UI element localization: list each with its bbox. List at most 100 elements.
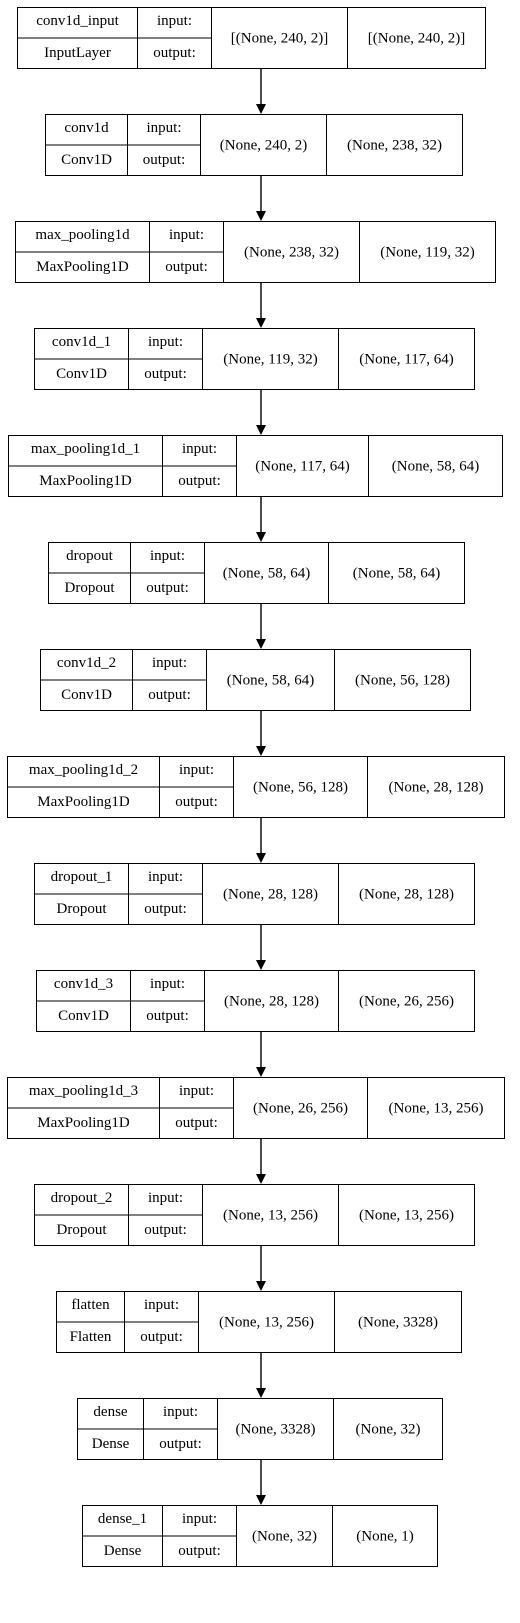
input-label: input: <box>148 869 183 885</box>
output-label: output: <box>146 580 189 596</box>
edge-arrow <box>256 68 266 114</box>
output-label: output: <box>178 1543 221 1559</box>
arrowhead-icon <box>256 746 266 756</box>
output-label: output: <box>148 687 191 703</box>
output-label: output: <box>144 901 187 917</box>
layer-name: dropout_2 <box>51 1190 113 1206</box>
output-label: output: <box>143 152 186 168</box>
input-shape: (None, 28, 128) <box>223 887 318 903</box>
layer-type: Dropout <box>65 580 116 596</box>
output-label: output: <box>144 366 187 382</box>
input-shape: (None, 56, 128) <box>253 780 348 796</box>
layer-node-max-pooling1d: max_pooling1dMaxPooling1Dinput:output:(N… <box>15 221 496 283</box>
edge-arrow <box>256 175 266 221</box>
input-shape: (None, 13, 256) <box>223 1208 318 1224</box>
edge-arrow <box>256 1031 266 1077</box>
input-shape: (None, 58, 64) <box>227 673 314 689</box>
edge-arrow <box>256 603 266 649</box>
output-label: output: <box>153 45 196 61</box>
edge-arrow <box>256 389 266 435</box>
input-shape: (None, 58, 64) <box>223 566 310 582</box>
input-shape: (None, 32) <box>252 1529 317 1545</box>
layer-name: conv1d_input <box>36 13 119 29</box>
input-label: input: <box>182 441 217 457</box>
input-shape: (None, 117, 64) <box>255 459 349 475</box>
layer-type: MaxPooling1D <box>36 259 129 275</box>
input-shape: (None, 13, 256) <box>219 1315 314 1331</box>
layer-name: conv1d_1 <box>52 334 111 350</box>
input-label: input: <box>150 976 185 992</box>
layer-node-max-pooling1d-2: max_pooling1d_2MaxPooling1Dinput:output:… <box>7 756 505 818</box>
output-shape: (None, 32) <box>356 1422 421 1438</box>
layer-name: conv1d_3 <box>54 976 113 992</box>
arrowhead-icon <box>256 639 266 649</box>
arrowhead-icon <box>256 211 266 221</box>
input-label: input: <box>146 120 181 136</box>
output-shape: (None, 56, 128) <box>355 673 450 689</box>
layer-type: Dense <box>104 1543 142 1559</box>
layer-name: flatten <box>71 1297 110 1313</box>
input-shape: (None, 240, 2) <box>220 138 307 154</box>
output-label: output: <box>165 259 208 275</box>
layer-name: max_pooling1d_3 <box>29 1083 138 1099</box>
layer-type: MaxPooling1D <box>39 473 132 489</box>
arrowhead-icon <box>256 532 266 542</box>
layer-name: conv1d <box>64 120 109 136</box>
layer-type: MaxPooling1D <box>37 794 130 810</box>
output-shape: (None, 1) <box>356 1529 413 1545</box>
input-label: input: <box>150 548 185 564</box>
input-shape: (None, 3328) <box>236 1422 316 1438</box>
input-shape: (None, 26, 256) <box>253 1101 348 1117</box>
layer-type: Dense <box>92 1436 130 1452</box>
output-label: output: <box>178 473 221 489</box>
output-shape: (None, 28, 128) <box>359 887 454 903</box>
layer-name: dense_1 <box>98 1511 147 1527</box>
layer-type: Dropout <box>57 901 108 917</box>
edge-arrow <box>256 1352 266 1398</box>
output-label: output: <box>146 1008 189 1024</box>
arrowhead-icon <box>256 1281 266 1291</box>
output-shape: [(None, 240, 2)] <box>368 31 465 47</box>
arrowhead-icon <box>256 425 266 435</box>
edge-arrow <box>256 1138 266 1184</box>
input-label: input: <box>148 334 183 350</box>
edge-arrow <box>256 924 266 970</box>
arrowhead-icon <box>256 1067 266 1077</box>
arrowhead-icon <box>256 1174 266 1184</box>
output-label: output: <box>175 794 218 810</box>
output-shape: (None, 13, 256) <box>359 1208 454 1224</box>
layer-type: MaxPooling1D <box>37 1115 130 1131</box>
layer-name: max_pooling1d_1 <box>31 441 140 457</box>
edge-arrow <box>256 282 266 328</box>
edge-arrow <box>256 817 266 863</box>
input-label: input: <box>179 762 214 778</box>
input-shape: (None, 238, 32) <box>244 245 339 261</box>
layer-type: Flatten <box>70 1329 112 1345</box>
output-shape: (None, 3328) <box>358 1315 438 1331</box>
arrowhead-icon <box>256 318 266 328</box>
input-label: input: <box>179 1083 214 1099</box>
layer-name: dropout <box>66 548 113 564</box>
output-shape: (None, 58, 64) <box>353 566 440 582</box>
output-shape: (None, 13, 256) <box>389 1101 484 1117</box>
output-label: output: <box>159 1436 202 1452</box>
layer-name: conv1d_2 <box>57 655 116 671</box>
layer-type: Conv1D <box>56 366 107 382</box>
input-label: input: <box>152 655 187 671</box>
output-label: output: <box>144 1222 187 1238</box>
input-label: input: <box>157 13 192 29</box>
arrowhead-icon <box>256 960 266 970</box>
layer-type: Conv1D <box>58 1008 109 1024</box>
output-shape: (None, 119, 32) <box>380 245 474 261</box>
output-shape: (None, 26, 256) <box>359 994 454 1010</box>
edge-arrow <box>256 496 266 542</box>
edge-arrow <box>256 1459 266 1505</box>
